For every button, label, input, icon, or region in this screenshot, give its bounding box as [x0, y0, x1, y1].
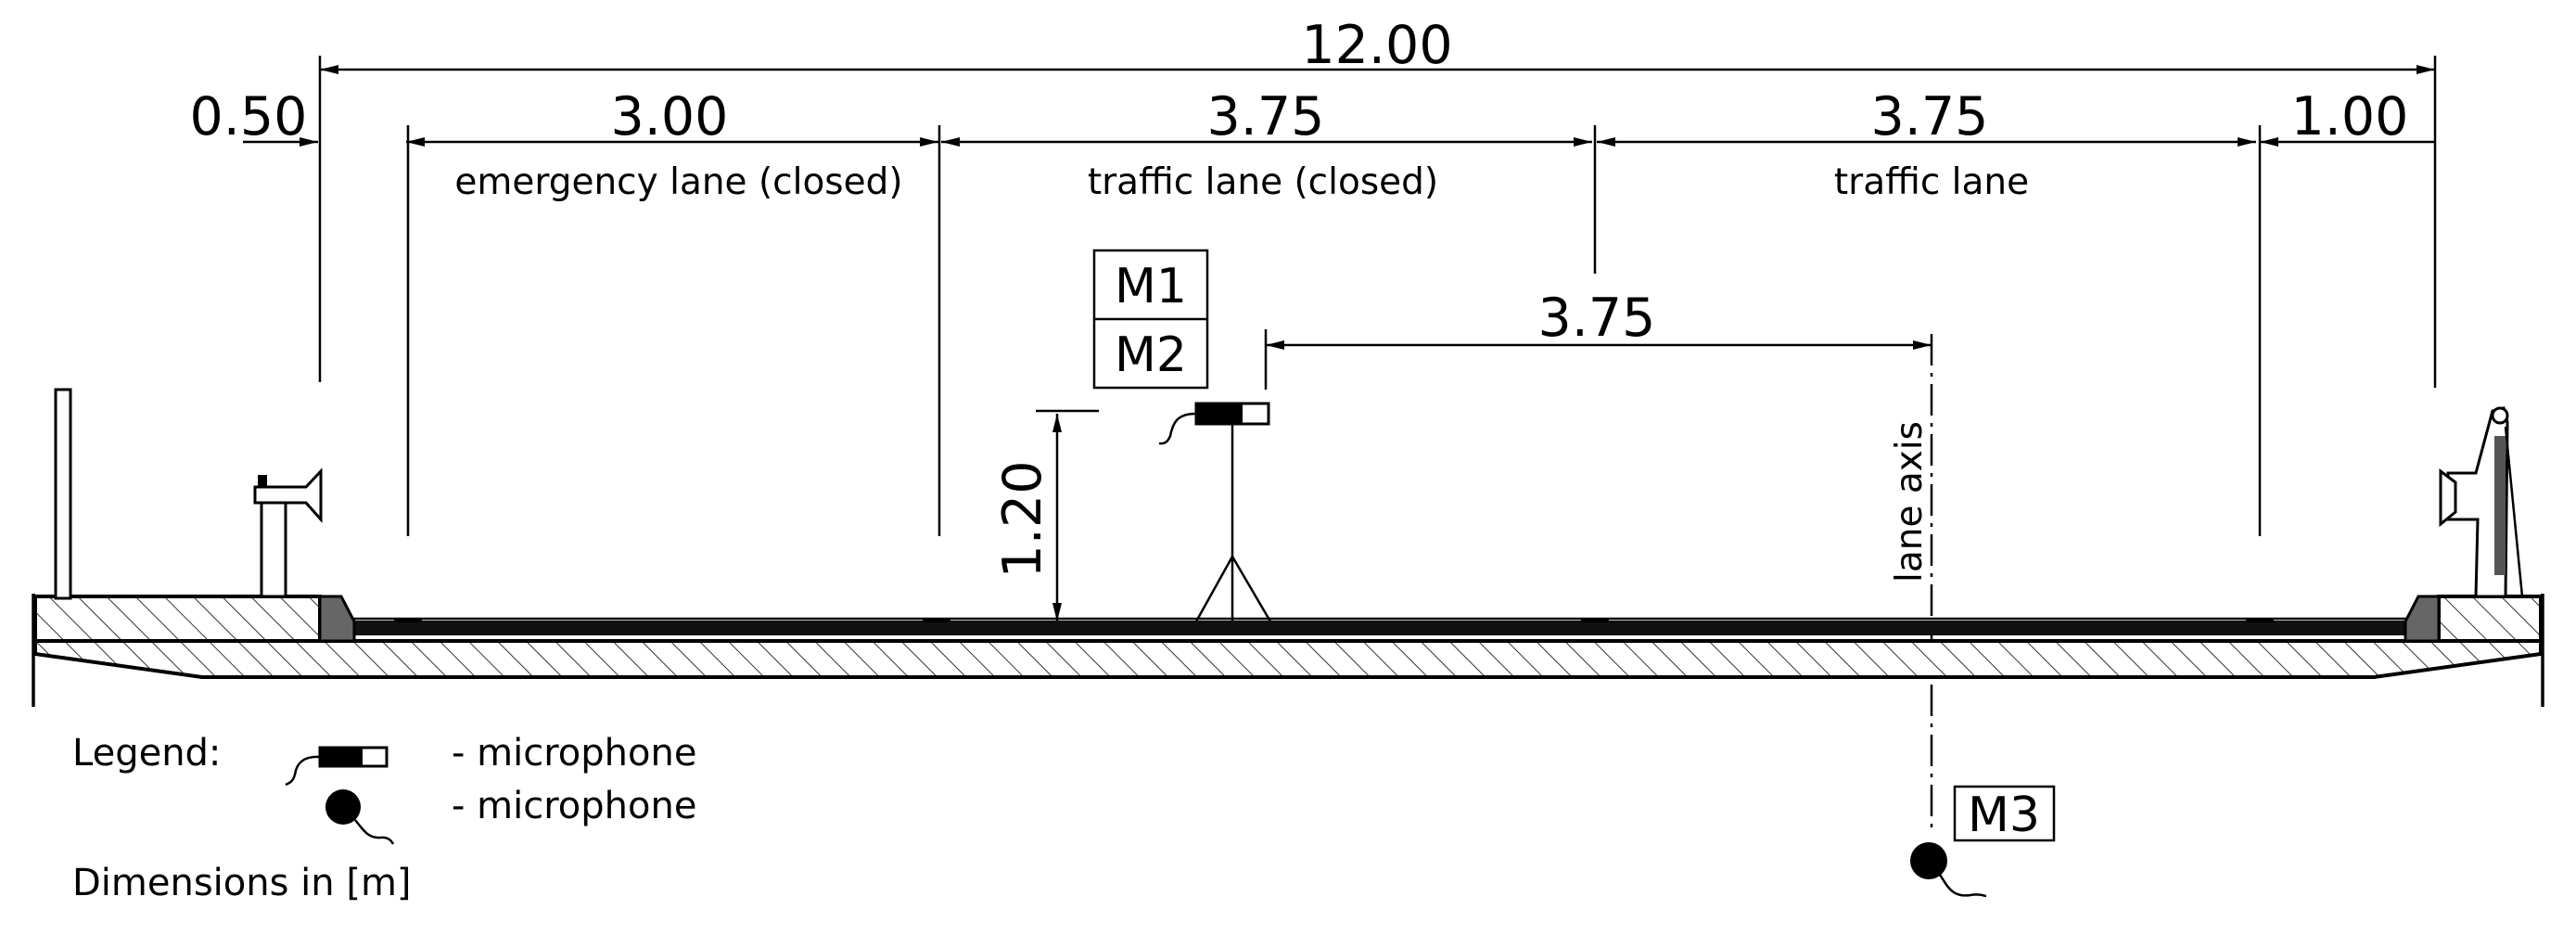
traffic-lane-width-label: 3.75: [1871, 86, 1989, 147]
legend-item-1: - microphone: [452, 732, 696, 775]
right-curb-block: [2437, 595, 2543, 643]
left-railing-post: [54, 388, 72, 600]
microphone-icon: [1158, 402, 1270, 445]
left-offset-label: 0.50: [190, 86, 308, 147]
legend-item-2: - microphone: [452, 785, 696, 827]
mic-to-axis-label: 3.75: [1538, 288, 1656, 349]
tripod-icon: [1194, 424, 1272, 622]
mic-m3-label: M3: [1968, 788, 2040, 843]
asphalt-layer: [341, 621, 2418, 635]
left-guardrail-icon: [253, 468, 323, 598]
dimensions-units-note: Dimensions in [m]: [72, 862, 412, 904]
lane-marking: [2246, 618, 2274, 622]
bridge-deck-slab: [33, 639, 2543, 679]
right-offset-label: 1.00: [2291, 86, 2409, 147]
mic-height-label: 1.20: [992, 461, 1053, 579]
lane-marking: [394, 618, 422, 622]
mic-m1-label: M1: [1115, 259, 1187, 314]
legend-title: Legend:: [72, 732, 221, 775]
lane-marking: [1581, 618, 1609, 622]
right-gutter: [2404, 595, 2441, 643]
closed-lane-width-label: 3.75: [1207, 86, 1325, 147]
microphone-m3-icon: [1910, 842, 1987, 898]
left-curb-block: [33, 595, 322, 643]
mic-m3-box: [1953, 785, 2056, 842]
right-guardrail-icon: [2439, 406, 2524, 598]
traffic-lane-label: traffic lane: [1834, 161, 2029, 203]
legend-mic-icon-1: [285, 746, 389, 787]
mic-m2-label: M2: [1115, 327, 1187, 383]
left-gutter: [318, 595, 356, 643]
lane-marking: [923, 618, 950, 622]
legend-mic-icon-2: [325, 789, 395, 845]
emergency-lane-label: emergency lane (closed): [454, 161, 902, 203]
closed-traffic-lane-label: traffic lane (closed): [1088, 161, 1438, 203]
lane-axis-label: lane axis: [1889, 421, 1931, 583]
emergency-lane-width-label: 3.00: [611, 86, 729, 147]
total-width-label: 12.00: [1301, 15, 1452, 76]
